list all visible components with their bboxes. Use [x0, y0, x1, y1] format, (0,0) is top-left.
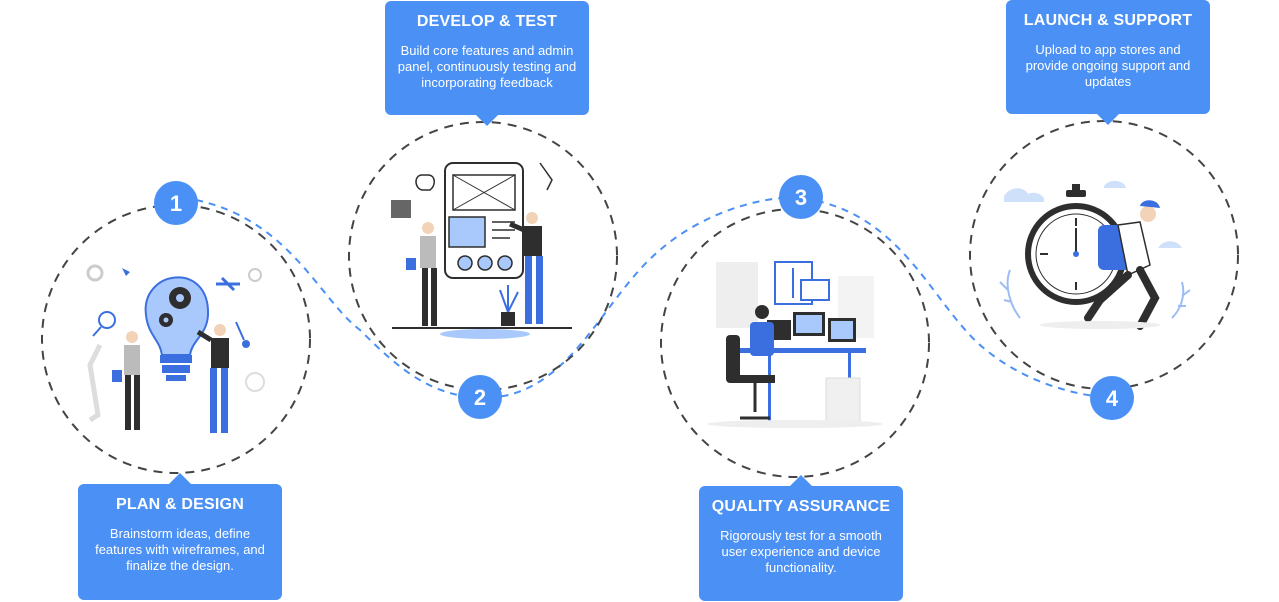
connector-path	[195, 196, 1113, 400]
step-3-title: QUALITY ASSURANCE	[711, 498, 891, 515]
wireframe-board-icon	[391, 162, 572, 339]
step-3-text: Rigorously test for a smooth user experi…	[720, 528, 882, 575]
step-2-badge	[458, 375, 502, 419]
step-4-card: LAUNCH & SUPPORT Upload to app stores an…	[1006, 0, 1210, 125]
step-1-text: Brainstorm ideas, define features with w…	[95, 526, 265, 573]
step-3-number: 3	[795, 185, 807, 210]
step-2-text: Build core features and admin panel, con…	[397, 43, 577, 90]
step-1-number: 1	[170, 191, 182, 216]
step-4-text: Upload to app stores and provide ongoing…	[1025, 42, 1191, 89]
step-4-title: LAUNCH & SUPPORT	[1023, 12, 1193, 29]
step-4-badge	[1090, 376, 1134, 420]
step-1-badge	[154, 181, 198, 225]
stopwatch-runner-icon	[999, 180, 1191, 330]
computer-desk-icon	[707, 261, 883, 428]
step-3-ring	[660, 208, 930, 478]
step-4-number: 4	[1106, 386, 1119, 411]
step-1-card: PLAN & DESIGN Brainstorm ideas, define f…	[78, 473, 282, 600]
step-2-card: DEVELOP & TEST Build core features and a…	[385, 1, 589, 126]
step-3-badge	[779, 175, 823, 219]
step-2-number: 2	[474, 385, 486, 410]
step-2-title: DEVELOP & TEST	[416, 13, 558, 30]
lightbulb-gears-icon	[86, 264, 265, 433]
step-3-card: QUALITY ASSURANCE Rigorously test for a …	[699, 475, 903, 601]
step-1-title: PLAN & DESIGN	[116, 496, 244, 513]
